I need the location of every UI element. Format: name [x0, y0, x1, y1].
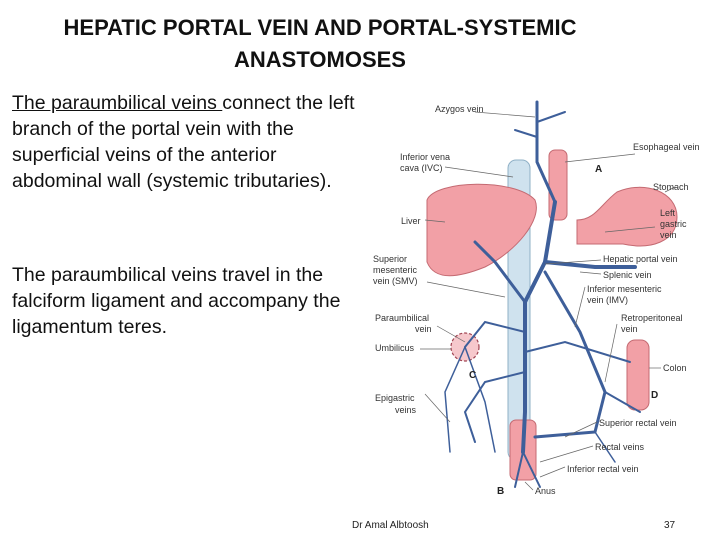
- label-paraumbilical-2: vein: [415, 324, 432, 334]
- liver-shape: [426, 183, 537, 277]
- slide-title: HEPATIC PORTAL VEIN AND PORTAL-SYSTEMIC …: [20, 12, 620, 76]
- label-retroperitoneal-1: Retroperitoneal: [621, 313, 683, 323]
- stomach-shape: [576, 186, 678, 247]
- label-liver: Liver: [401, 216, 421, 226]
- leader-lines: [420, 111, 676, 491]
- label-splenic-vein: Splenic vein: [603, 270, 652, 280]
- label-smv-3: vein (SMV): [373, 276, 418, 286]
- label-esophageal-vein: Esophageal vein: [633, 142, 700, 152]
- diagram-svg: Azygos vein Esophageal vein Inferior ven…: [373, 100, 700, 497]
- title-line-1: HEPATIC PORTAL VEIN AND PORTAL-SYSTEMIC: [63, 15, 577, 40]
- marker-b: B: [497, 486, 504, 497]
- label-smv-1: Superior: [373, 254, 407, 264]
- marker-c: C: [469, 370, 476, 381]
- label-anus: Anus: [535, 486, 556, 496]
- label-colon: Colon: [663, 363, 687, 373]
- label-retroperitoneal-2: vein: [621, 324, 638, 334]
- label-ivc-line1: Inferior vena: [400, 152, 450, 162]
- label-umbilicus: Umbilicus: [375, 343, 415, 353]
- marker-d: D: [651, 390, 658, 401]
- label-smv-2: mesenteric: [373, 265, 418, 275]
- label-left-gastric-1: Left: [660, 208, 676, 218]
- label-left-gastric-2: gastric: [660, 219, 687, 229]
- label-superior-rectal-vein: Superior rectal vein: [599, 418, 677, 428]
- paragraph-falciform-ligament: The paraumbilical veins travel in the fa…: [12, 264, 341, 338]
- label-paraumbilical-1: Paraumbilical: [375, 313, 429, 323]
- esophagus-shape: [548, 149, 568, 221]
- paragraph-paraumbilical-connection: The paraumbilical veins connect the left…: [12, 90, 362, 194]
- vein-network: [444, 100, 641, 488]
- underlined-term: The paraumbilical veins: [12, 92, 223, 114]
- footer-author: Dr Amal Albtoosh: [352, 520, 429, 531]
- label-hepatic-portal-vein: Hepatic portal vein: [603, 254, 678, 264]
- portal-systemic-diagram: Azygos vein Esophageal vein Inferior ven…: [365, 92, 708, 502]
- page-number: 37: [664, 520, 676, 531]
- paragraph-1-text: connect the left branch of the portal ve…: [12, 92, 355, 192]
- label-azygos-vein: Azygos vein: [435, 104, 484, 114]
- label-imv-1: Inferior mesenteric: [587, 284, 662, 294]
- label-inferior-rectal-vein: Inferior rectal vein: [567, 464, 639, 474]
- label-imv-2: vein (IMV): [587, 295, 628, 305]
- label-epigastric-2: veins: [395, 405, 417, 415]
- label-left-gastric-3: vein: [660, 230, 677, 240]
- label-rectal-veins: Rectal veins: [595, 442, 645, 452]
- label-epigastric-1: Epigastric: [375, 393, 415, 403]
- marker-a: A: [595, 164, 602, 175]
- title-line-2: ANASTOMOSES: [234, 47, 406, 72]
- colon-shape: [626, 339, 650, 411]
- label-stomach: Stomach: [653, 182, 689, 192]
- label-ivc-line2: cava (IVC): [400, 163, 443, 173]
